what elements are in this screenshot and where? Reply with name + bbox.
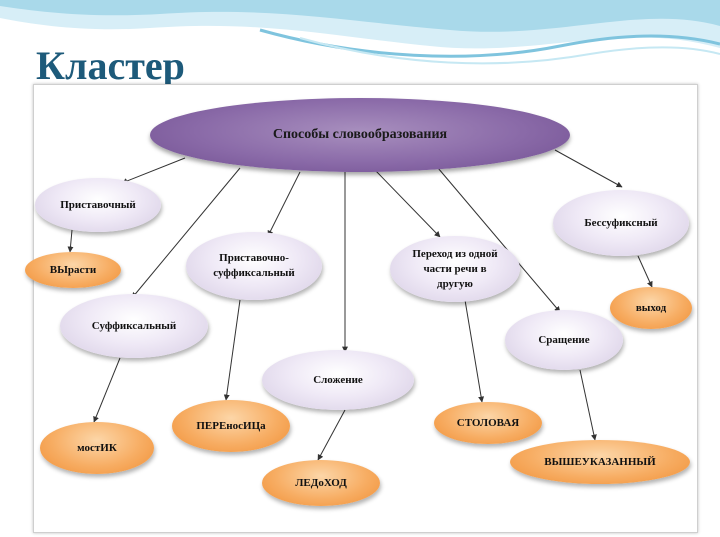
method-fusion: Сращение bbox=[505, 310, 623, 370]
method-prefix-suffix: Приставочно-суффиксальный bbox=[186, 232, 322, 300]
method-fusion-label: Сращение bbox=[538, 333, 590, 346]
method-prefix: Приставочный bbox=[35, 178, 161, 232]
connector-root-prefix bbox=[121, 157, 186, 184]
root-label: Способы словообразования bbox=[272, 127, 448, 142]
example-prefix-label: ВЫрасти bbox=[49, 264, 97, 276]
method-suffix-label: Суффиксальный bbox=[91, 319, 177, 332]
connector-root-null-suffix bbox=[554, 149, 623, 188]
header-waves-decoration bbox=[0, 0, 720, 90]
example-conversion: СТОЛОВАЯ bbox=[434, 402, 542, 444]
slide-title: Кластер bbox=[36, 43, 185, 88]
connector-null-suffix-example bbox=[637, 255, 653, 288]
connector-fusion-example bbox=[579, 369, 597, 441]
connector-composition-example bbox=[317, 409, 346, 461]
method-suffix: Суффиксальный bbox=[60, 294, 208, 358]
example-composition-label: ЛЕДоХОД bbox=[295, 477, 347, 489]
example-prefix-suffix: ПЕРЕносИЦа bbox=[172, 400, 290, 452]
connector-root-suffix bbox=[131, 167, 241, 299]
method-null-suffix-label: Бессуфиксный bbox=[584, 216, 658, 229]
example-fusion: ВЫШЕУКАЗАННЫЙ bbox=[510, 440, 690, 484]
example-null-suffix: выход bbox=[610, 287, 692, 329]
connector-prefix-suffix-example bbox=[223, 299, 241, 401]
connector-suffix-example bbox=[93, 357, 121, 423]
connector-root-conversion bbox=[374, 169, 441, 238]
method-composition: Сложение bbox=[262, 350, 414, 410]
example-suffix-label: мостИК bbox=[77, 442, 117, 454]
connector-root-fusion bbox=[437, 167, 561, 313]
connector-root-prefix-suffix bbox=[267, 171, 301, 237]
connector-prefix-example bbox=[67, 229, 74, 253]
method-prefix-label: Приставочный bbox=[60, 198, 136, 211]
example-conversion-label: СТОЛОВАЯ bbox=[456, 417, 520, 429]
root-node: Способы словообразования bbox=[150, 98, 570, 172]
method-composition-label: Сложение bbox=[313, 373, 363, 386]
example-prefix: ВЫрасти bbox=[25, 252, 121, 288]
connector-conversion-example bbox=[464, 299, 485, 403]
method-conversion-label: Переход из одной части речи в другую bbox=[412, 247, 498, 290]
method-conversion: Переход из одной части речи в другую bbox=[390, 236, 520, 302]
example-fusion-label: ВЫШЕУКАЗАННЫЙ bbox=[544, 456, 656, 468]
example-suffix: мостИК bbox=[40, 422, 154, 474]
method-null-suffix: Бессуфиксный bbox=[553, 190, 689, 256]
method-prefix-suffix-label: Приставочно-суффиксальный bbox=[213, 252, 295, 279]
example-composition: ЛЕДоХОД bbox=[262, 460, 380, 506]
example-prefix-suffix-label: ПЕРЕносИЦа bbox=[196, 420, 266, 432]
example-null-suffix-label: выход bbox=[635, 302, 667, 314]
